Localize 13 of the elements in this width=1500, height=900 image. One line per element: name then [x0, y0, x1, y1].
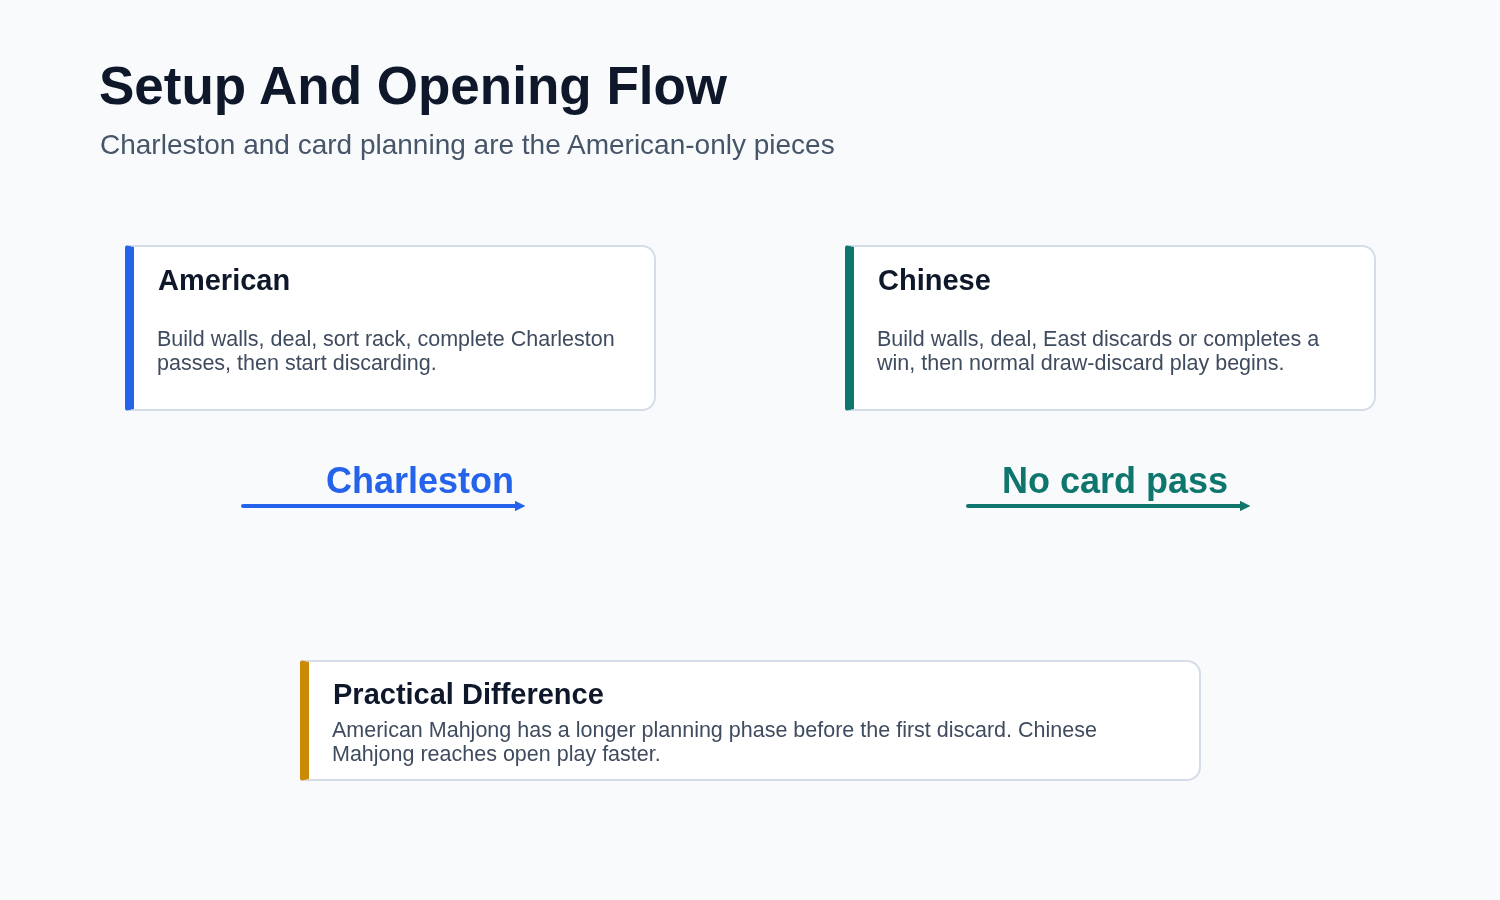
card-heading: Chinese — [878, 263, 991, 298]
card-heading: Practical Difference — [333, 677, 604, 712]
card-description: American Mahjong has a longer planning phase before the first discard. Chinese Mahjong reaches open play faster. — [332, 718, 1098, 766]
card — [845, 245, 1376, 411]
card-description: Build walls, deal, East discards or completes a win, then normal draw-discard play begins. — [877, 327, 1321, 375]
diagram-title: Setup And Opening Flow — [99, 55, 728, 117]
arrow-label: No card pass — [1001, 460, 1229, 502]
card — [125, 245, 656, 411]
subtitle: Charleston and card planning are the American-only pieces — [100, 128, 835, 162]
card-description: Build walls, deal, sort rack, complete Charleston passes, then start discarding. — [157, 327, 616, 375]
arrow-label: Charleston — [325, 460, 514, 502]
card — [300, 660, 1201, 781]
card-heading: American — [158, 263, 291, 298]
